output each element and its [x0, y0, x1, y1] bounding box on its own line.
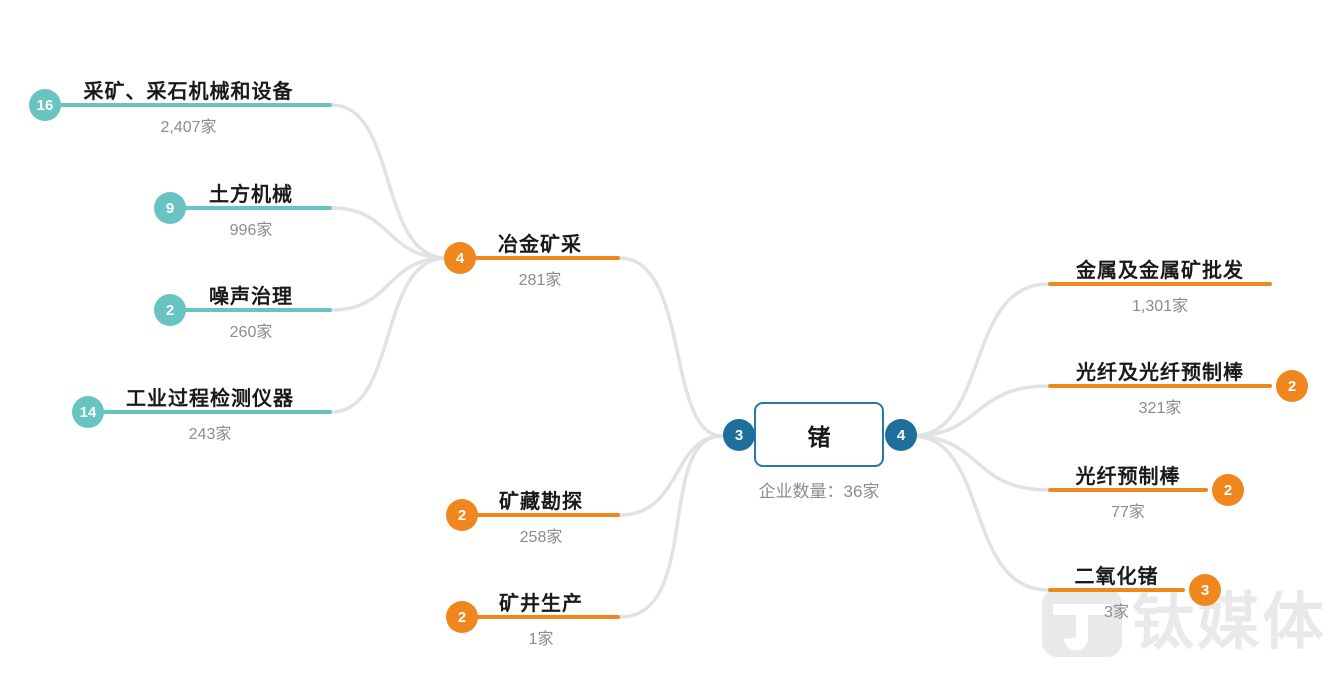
node-count: 243家 [188, 426, 232, 443]
curve-instruments-to-metallurgical [330, 256, 448, 414]
curve-metallurgical-to-central [618, 256, 724, 438]
node-count: 1,301家 [1131, 298, 1189, 315]
node-label: 工业过程检测仪器 [126, 388, 294, 410]
node-underline [1048, 488, 1208, 492]
node-count: 321家 [1138, 400, 1182, 417]
curve-central-to-wholesale [910, 282, 1050, 438]
node-count: 258家 [519, 529, 563, 546]
central-label: 锗 [807, 423, 831, 450]
node-count: 3家 [1104, 604, 1129, 621]
node-label: 土方机械 [209, 184, 293, 206]
node-count: 2,407家 [160, 119, 217, 136]
node-label: 采矿、采石机械和设备 [83, 81, 294, 103]
curve-central-to-dioxide [910, 434, 1050, 592]
node-underline [1048, 384, 1272, 388]
curve-noise-to-metallurgical [330, 256, 448, 312]
curve-central-to-fiber-preform [910, 434, 1050, 492]
node-count-badge[interactable]: 9 [154, 192, 186, 224]
node-label: 光纤及光纤预制棒 [1076, 362, 1244, 384]
central-left-badge[interactable]: 3 [723, 419, 755, 451]
curve-central-to-fiber-preform-combo [910, 384, 1050, 438]
node-count-badge[interactable]: 2 [446, 499, 478, 531]
curve-mining-to-metallurgical [330, 103, 448, 260]
node-central-germanium[interactable]: 3 锗 4 [723, 402, 917, 467]
node-count: 77家 [1111, 504, 1145, 521]
central-right-badge[interactable]: 4 [885, 419, 917, 451]
curve-earthmoving-to-metallurgical [330, 206, 448, 260]
node-label: 二氧化锗 [1074, 566, 1159, 588]
node-count-badge[interactable]: 2 [446, 601, 478, 633]
node-count: 1家 [528, 631, 554, 648]
node-label: 冶金矿采 [498, 234, 582, 256]
node-underline [462, 615, 620, 619]
node-label: 噪声治理 [209, 286, 293, 308]
node-underline [462, 513, 620, 517]
central-company-count: 企业数量：36家 [758, 482, 880, 501]
node-count: 996家 [229, 222, 273, 239]
node-count-badge[interactable]: 3 [1189, 574, 1221, 606]
node-underline [170, 206, 332, 210]
node-count: 260家 [229, 324, 273, 341]
node-underline [1048, 588, 1185, 592]
curve-mineprod-to-central [618, 434, 724, 619]
node-label: 光纤预制棒 [1075, 466, 1181, 488]
node-underline [88, 410, 332, 414]
node-underline [45, 103, 332, 107]
node-label: 矿井生产 [499, 593, 583, 615]
node-underline [170, 308, 332, 312]
node-count-badge[interactable]: 16 [29, 89, 61, 121]
node-count: 281家 [518, 272, 562, 289]
node-label: 矿藏勘探 [499, 491, 583, 513]
node-underline [1048, 282, 1272, 286]
node-label: 金属及金属矿批发 [1076, 260, 1244, 282]
node-count-badge[interactable]: 2 [1212, 474, 1244, 506]
node-underline [460, 256, 620, 260]
node-count-badge[interactable]: 2 [154, 294, 186, 326]
node-count-badge[interactable]: 14 [72, 396, 104, 428]
node-count-badge[interactable]: 2 [1276, 370, 1308, 402]
node-count-badge[interactable]: 4 [444, 242, 476, 274]
